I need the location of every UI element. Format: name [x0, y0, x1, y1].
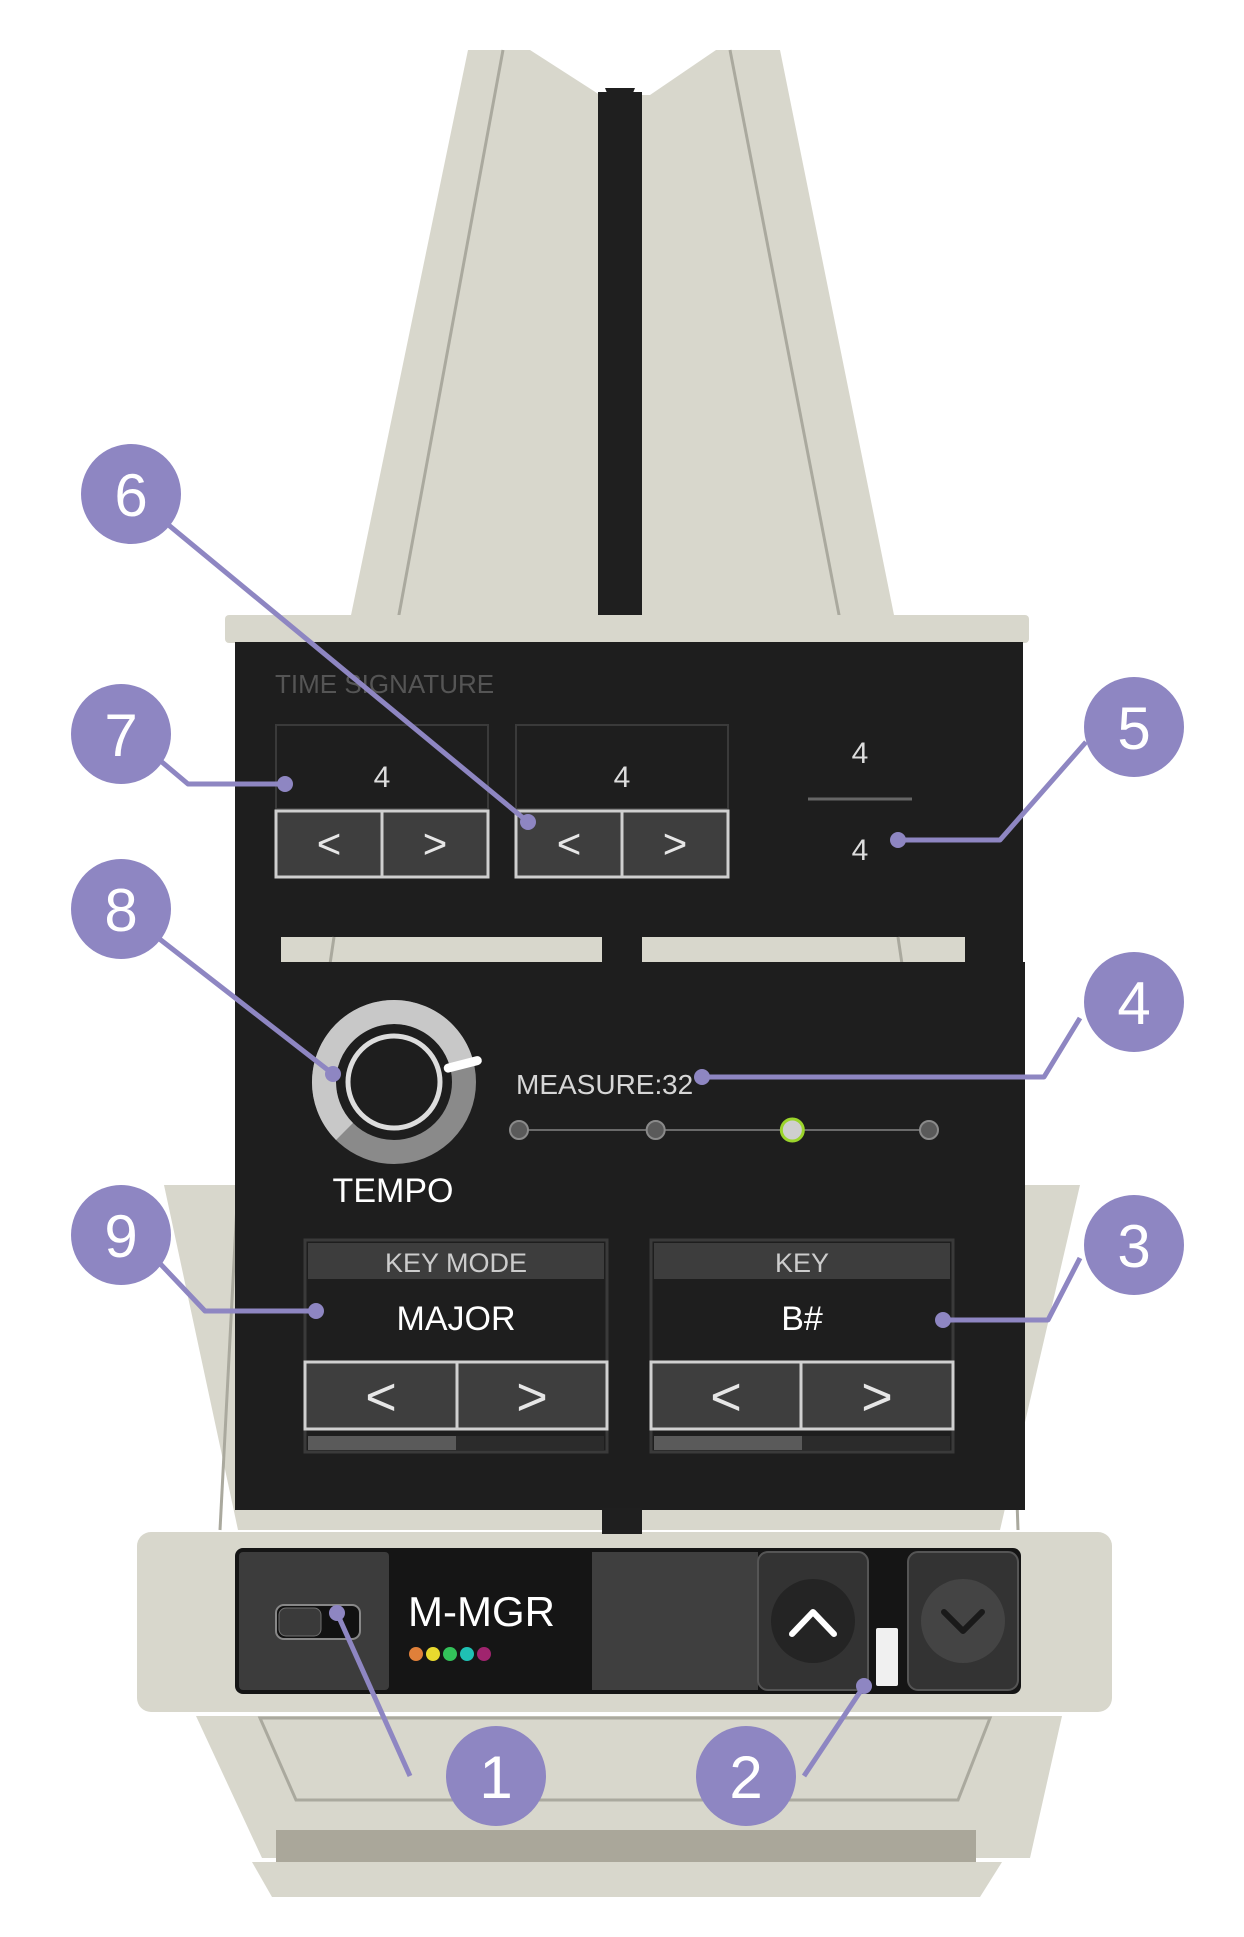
tempo-label: TEMPO: [333, 1172, 454, 1210]
callout-bubble: [1084, 952, 1184, 1052]
callout-number: 1: [479, 1744, 512, 1811]
key-selector: KEY B# < >: [649, 1238, 955, 1454]
measure-step[interactable]: [645, 1120, 666, 1140]
callout-anchor: [935, 1312, 951, 1328]
callout-number: 9: [104, 1203, 137, 1270]
key-header: KEY: [775, 1248, 829, 1278]
key-value: B#: [781, 1300, 823, 1338]
status-dot: [443, 1647, 457, 1661]
callout-line: [334, 1611, 413, 1778]
callout-bubble: [71, 684, 171, 784]
time-signature-top: 4: [852, 737, 869, 770]
callout-line: [129, 492, 530, 824]
callouts: 1 2 3 4 5 6 7 8 9: [71, 444, 1184, 1826]
tempo-level-arc: [312, 1000, 474, 1140]
measure-slider[interactable]: [509, 1117, 939, 1143]
key-next-button[interactable]: >: [799, 1360, 955, 1431]
numerator-value: 4: [374, 761, 391, 794]
callout-line: [943, 1256, 1083, 1323]
chevron-left-icon: <: [710, 1367, 742, 1427]
callout-number: 4: [1117, 970, 1150, 1037]
measure-label: MEASURE:: [516, 1069, 662, 1100]
callout-bubble: [1084, 1195, 1184, 1295]
callout-anchor: [308, 1303, 324, 1319]
module-color-dots: [409, 1647, 491, 1661]
chevron-right-icon: >: [423, 820, 448, 867]
time-signature-bottom: 4: [852, 834, 869, 867]
key-mode-prev-button[interactable]: <: [303, 1360, 459, 1431]
status-dot: [426, 1647, 440, 1661]
up-button[interactable]: [757, 1551, 869, 1691]
callout-anchor: [325, 1066, 341, 1082]
numerator-control: 4 < >: [274, 724, 490, 879]
key-progress-fill: [654, 1436, 802, 1450]
main-panel: TEMPO MEASURE: 32 KEY MODE MAJOR < >: [235, 962, 1025, 1510]
callout-bubble: [696, 1726, 796, 1826]
callout-anchor: [329, 1605, 345, 1621]
callout-anchor: [694, 1069, 710, 1085]
callout-number: 8: [104, 877, 137, 944]
key-mode-value: MAJOR: [397, 1300, 516, 1338]
callout-anchor: [520, 814, 536, 830]
denominator-value: 4: [614, 761, 631, 794]
callout-line: [148, 1251, 316, 1314]
callout-anchor: [890, 832, 906, 848]
time-signature-display: 4 4: [808, 737, 912, 867]
chevron-right-icon: >: [516, 1367, 548, 1427]
time-signature-title: TIME SIGNATURE: [275, 669, 494, 699]
chevron-left-icon: <: [365, 1367, 397, 1427]
chevron-right-icon: >: [663, 820, 688, 867]
callout-anchor: [277, 776, 293, 792]
denominator-control: 4 < >: [514, 724, 730, 879]
status-dot: [460, 1647, 474, 1661]
module-bar: M-MGR: [235, 1548, 1021, 1694]
callout-bubble: [1084, 677, 1184, 777]
chevron-right-icon: >: [861, 1367, 893, 1427]
callout-line: [801, 1684, 867, 1778]
module-name: M-MGR: [408, 1588, 555, 1635]
callout-anchor: [856, 1678, 872, 1694]
callout-number: 2: [729, 1744, 762, 1811]
key-mode-progress-fill: [308, 1436, 456, 1450]
down-button[interactable]: [907, 1551, 1019, 1691]
measure-value: 32: [662, 1069, 693, 1100]
callout-bubble: [71, 859, 171, 959]
callout-line: [898, 740, 1088, 843]
level-indicator: [876, 1628, 898, 1686]
numerator-increment-button[interactable]: >: [380, 809, 490, 879]
callout-number: 6: [114, 462, 147, 529]
callout-line: [702, 1016, 1083, 1080]
chevron-up-icon: [789, 1609, 837, 1637]
pendulum-stem: [602, 1508, 642, 1534]
tempo-knob[interactable]: [312, 1000, 482, 1164]
callout-line: [148, 750, 285, 787]
callout-bubble: [446, 1726, 546, 1826]
callout-number: 3: [1117, 1213, 1150, 1280]
measure-step[interactable]: [509, 1120, 529, 1140]
tempo-pointer: [443, 1056, 482, 1073]
key-prev-button[interactable]: <: [649, 1360, 803, 1431]
status-dot: [409, 1647, 423, 1661]
status-dot: [477, 1647, 491, 1661]
measure-step-selected[interactable]: [779, 1117, 805, 1143]
callout-number: 5: [1117, 695, 1150, 762]
panel-gap: [235, 936, 1023, 965]
key-mode-next-button[interactable]: >: [455, 1360, 609, 1431]
callout-number: 7: [104, 702, 137, 769]
denominator-increment-button[interactable]: >: [620, 809, 730, 879]
key-mode-selector: KEY MODE MAJOR < >: [303, 1238, 609, 1454]
measure-step[interactable]: [919, 1120, 939, 1140]
callout-bubble: [71, 1185, 171, 1285]
chevron-down-icon: [941, 1609, 985, 1634]
chevron-left-icon: <: [557, 820, 582, 867]
key-mode-header: KEY MODE: [385, 1248, 527, 1278]
callout-bubble: [81, 444, 181, 544]
numerator-decrement-button[interactable]: <: [274, 809, 384, 879]
chevron-left-icon: <: [317, 820, 342, 867]
time-signature-panel: TIME SIGNATURE 4 < > 4 < >: [235, 642, 1023, 937]
